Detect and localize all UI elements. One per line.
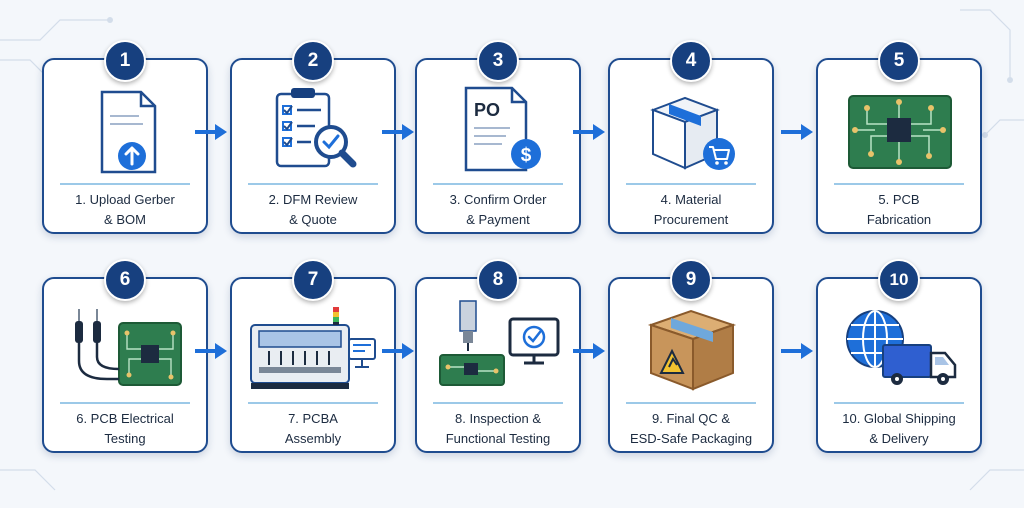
step-number-badge: 3: [477, 40, 519, 82]
esd-package-icon: [647, 309, 737, 391]
inspection-monitor-icon: [439, 300, 560, 386]
po-text: PO: [474, 100, 500, 120]
flow-arrow-icon: [573, 343, 605, 359]
step-card-5: 5 5. PCB Fabrication: [816, 40, 982, 234]
card-divider: [60, 183, 190, 185]
step-label-line2: Functional Testing: [445, 431, 551, 446]
step-label: 2. DFM Review & Quote: [236, 190, 390, 230]
step-label: 8. Inspection & Functional Testing: [421, 409, 575, 449]
flow-arrow-icon: [195, 343, 227, 359]
step-label-line1: 6. PCB Electrical: [76, 411, 174, 426]
globe-truck-icon: [846, 310, 957, 385]
step-label-line2: Procurement: [653, 212, 729, 227]
step-label-line2: ESD-Safe Packaging: [629, 431, 753, 446]
step-label-line1: 9. Final QC &: [651, 411, 731, 426]
clipboard-checklist-icon: [275, 88, 357, 168]
step-card-2: 2 2. DFM Review & Quote: [230, 40, 396, 234]
step-label-line1: 4. Material: [660, 192, 722, 207]
step-label: 10. Global Shipping & Delivery: [822, 409, 976, 449]
step-number-badge: 2: [292, 40, 334, 82]
card-divider: [248, 183, 378, 185]
step-label-line2: & Delivery: [869, 431, 929, 446]
card-divider: [248, 402, 378, 404]
step-card-9: 9 9. Final QC & ESD-Safe Packaging: [608, 259, 774, 453]
smt-assembly-machine-icon: [250, 307, 376, 389]
pcb-board-icon: [848, 95, 952, 169]
step-label-line2: & BOM: [104, 212, 146, 227]
dollar-icon: $: [521, 145, 532, 166]
step-card-8: 8 8. Inspection & Functional Testing: [415, 259, 581, 453]
step-number-badge: 6: [104, 259, 146, 301]
card-divider: [834, 183, 964, 185]
test-probes-pcb-icon: [75, 309, 182, 386]
step-number-badge: 8: [477, 259, 519, 301]
card-divider: [433, 402, 563, 404]
purchase-order-icon: PO $: [464, 86, 541, 172]
step-label-line1: 10. Global Shipping: [842, 411, 956, 426]
step-number-badge: 1: [104, 40, 146, 82]
flow-arrow-icon: [573, 124, 605, 140]
step-number-badge: 7: [292, 259, 334, 301]
step-label-line1: 5. PCB: [878, 192, 920, 207]
step-card-7: 7 7. PCBA Assembly: [230, 259, 396, 453]
flow-arrow-icon: [382, 124, 414, 140]
step-card-3: 3 PO $ 3. Confirm Order & Payment: [415, 40, 581, 234]
step-number-badge: 5: [878, 40, 920, 82]
card-divider: [626, 402, 756, 404]
step-label: 4. Material Procurement: [614, 190, 768, 230]
step-number-badge: 9: [670, 259, 712, 301]
step-label-line1: 1. Upload Gerber: [75, 192, 175, 207]
flow-arrow-icon: [781, 343, 813, 359]
step-label: 1. Upload Gerber & BOM: [48, 190, 202, 230]
step-label: 5. PCB Fabrication: [822, 190, 976, 230]
step-label-line1: 3. Confirm Order: [449, 192, 547, 207]
card-divider: [433, 183, 563, 185]
step-label-line2: Testing: [104, 431, 146, 446]
flow-arrow-icon: [195, 124, 227, 140]
flow-arrow-icon: [382, 343, 414, 359]
card-divider: [626, 183, 756, 185]
step-label: 3. Confirm Order & Payment: [421, 190, 575, 230]
box-cart-icon: [650, 96, 735, 170]
step-card-1: 1 1. Upload Gerber & BOM: [42, 40, 208, 234]
step-label-line2: Assembly: [284, 431, 342, 446]
step-label: 7. PCBA Assembly: [236, 409, 390, 449]
step-label-line1: 7. PCBA: [288, 411, 338, 426]
document-upload-icon: [100, 90, 157, 174]
card-divider: [834, 402, 964, 404]
step-label-line2: & Payment: [466, 212, 530, 227]
step-card-10: 10 10. Global Shipping & Delivery: [816, 259, 982, 453]
card-divider: [60, 402, 190, 404]
step-card-4: 4 4. Material Procurement: [608, 40, 774, 234]
step-label-line1: 2. DFM Review: [268, 192, 358, 207]
step-label: 6. PCB Electrical Testing: [48, 409, 202, 449]
step-number-badge: 10: [878, 259, 920, 301]
step-label: 9. Final QC & ESD-Safe Packaging: [614, 409, 768, 449]
step-number-badge: 4: [670, 40, 712, 82]
step-label-line2: Fabrication: [866, 212, 932, 227]
step-card-6: 6 6. PCB Electrical Testing: [42, 259, 208, 453]
flow-arrow-icon: [781, 124, 813, 140]
step-label-line2: & Quote: [289, 212, 337, 227]
step-label-line1: 8. Inspection &: [455, 411, 541, 426]
